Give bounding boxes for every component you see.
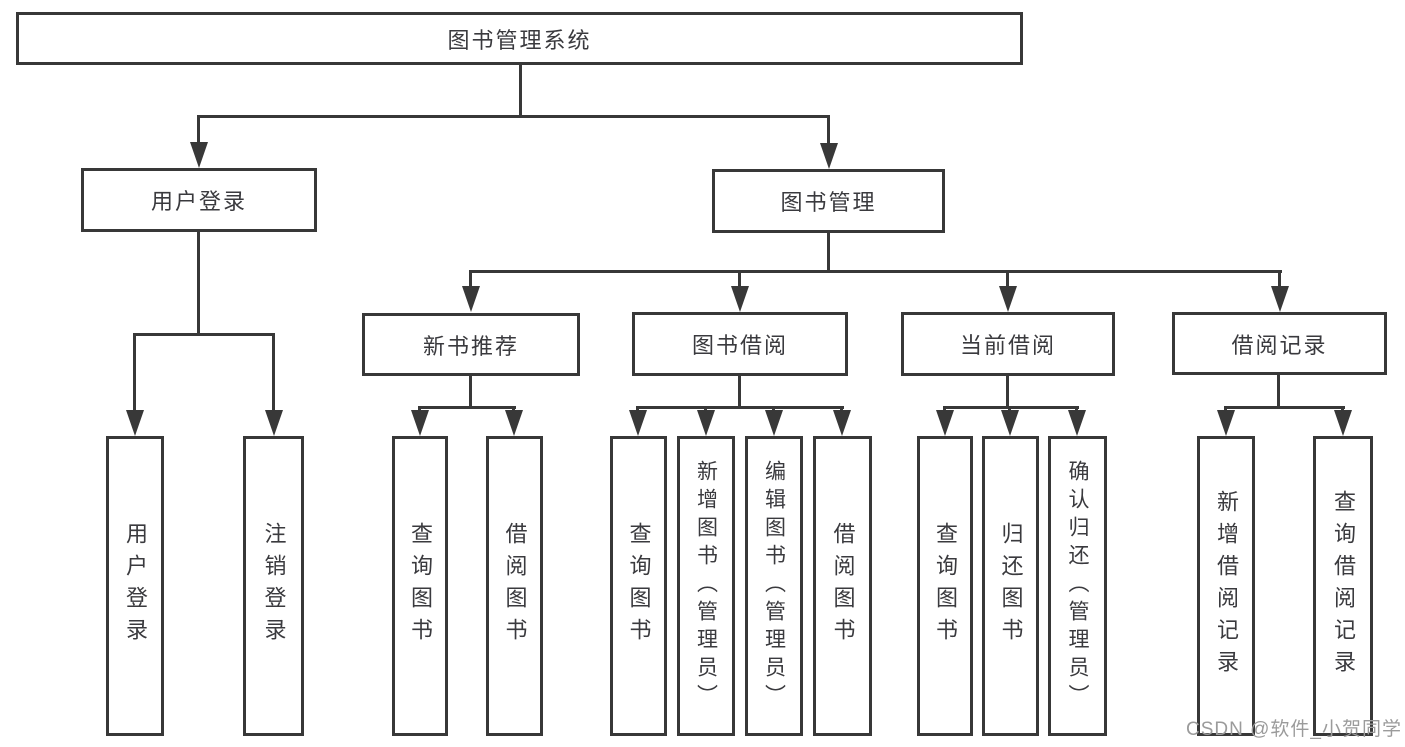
leaf-user-login: 用户登录: [106, 436, 164, 736]
connector-hline: [197, 115, 830, 118]
connector-vline: [272, 333, 275, 412]
arrowhead-down-icon: [265, 410, 283, 436]
leaf-query-borrow-record: 查询借阅记录: [1313, 436, 1373, 736]
arrowhead-down-icon: [731, 286, 749, 312]
connector-vline: [1006, 376, 1009, 408]
arrowhead-down-icon: [765, 410, 783, 436]
leaf-query-books-recommend: 查询图书: [392, 436, 448, 736]
connector-hline: [1224, 406, 1345, 409]
arrowhead-down-icon: [820, 143, 838, 169]
connector-hline: [133, 333, 275, 336]
connector-vline: [519, 65, 522, 117]
arrowhead-down-icon: [697, 410, 715, 436]
leaf-query-books-current: 查询图书: [917, 436, 973, 736]
arrowhead-down-icon: [1068, 410, 1086, 436]
leaf-borrow-books-recommend: 借阅图书: [486, 436, 543, 736]
connector-vline: [197, 115, 200, 144]
connector-hline: [469, 270, 1282, 273]
node-user-login: 用户登录: [81, 168, 317, 232]
connector-vline: [469, 270, 472, 288]
arrowhead-down-icon: [999, 286, 1017, 312]
arrowhead-down-icon: [505, 410, 523, 436]
connector-vline: [133, 333, 136, 412]
leaf-borrow-books: 借阅图书: [813, 436, 872, 736]
node-borrow-records: 借阅记录: [1172, 312, 1387, 375]
connector-hline: [637, 406, 844, 409]
leaf-query-books-borrow: 查询图书: [610, 436, 667, 736]
arrowhead-down-icon: [1217, 410, 1235, 436]
arrowhead-down-icon: [462, 286, 480, 312]
csdn-watermark: CSDN @软件_小贺同学: [1186, 719, 1402, 740]
arrowhead-down-icon: [1271, 286, 1289, 312]
leaf-logout-login: 注销登录: [243, 436, 304, 736]
arrowhead-down-icon: [411, 410, 429, 436]
arrowhead-down-icon: [1334, 410, 1352, 436]
arrowhead-down-icon: [126, 410, 144, 436]
arrowhead-down-icon: [833, 410, 851, 436]
arrowhead-down-icon: [190, 142, 208, 168]
connector-vline: [738, 270, 741, 288]
node-book-borrow: 图书借阅: [632, 312, 848, 376]
connector-vline: [1278, 270, 1281, 288]
connector-vline: [738, 376, 741, 408]
leaf-add-borrow-record: 新增借阅记录: [1197, 436, 1255, 736]
node-current-borrow: 当前借阅: [901, 312, 1115, 376]
connector-vline: [827, 233, 830, 272]
node-root: 图书管理系统: [16, 12, 1023, 65]
arrowhead-down-icon: [936, 410, 954, 436]
connector-vline: [1006, 270, 1009, 288]
connector-hline: [943, 406, 1079, 409]
node-new-book-recommend: 新书推荐: [362, 313, 580, 376]
connector-vline: [469, 376, 472, 408]
connector-vline: [197, 232, 200, 335]
leaf-confirm-return-admin: 确认归还（管理员）: [1048, 436, 1107, 736]
leaf-return-book: 归还图书: [982, 436, 1039, 736]
connector-vline: [827, 115, 830, 145]
arrowhead-down-icon: [1001, 410, 1019, 436]
arrowhead-down-icon: [629, 410, 647, 436]
connector-vline: [1277, 375, 1280, 408]
leaf-edit-book-admin: 编辑图书（管理员）: [745, 436, 803, 736]
leaf-add-book-admin: 新增图书（管理员）: [677, 436, 735, 736]
connector-hline: [418, 406, 516, 409]
node-book-management: 图书管理: [712, 169, 945, 233]
